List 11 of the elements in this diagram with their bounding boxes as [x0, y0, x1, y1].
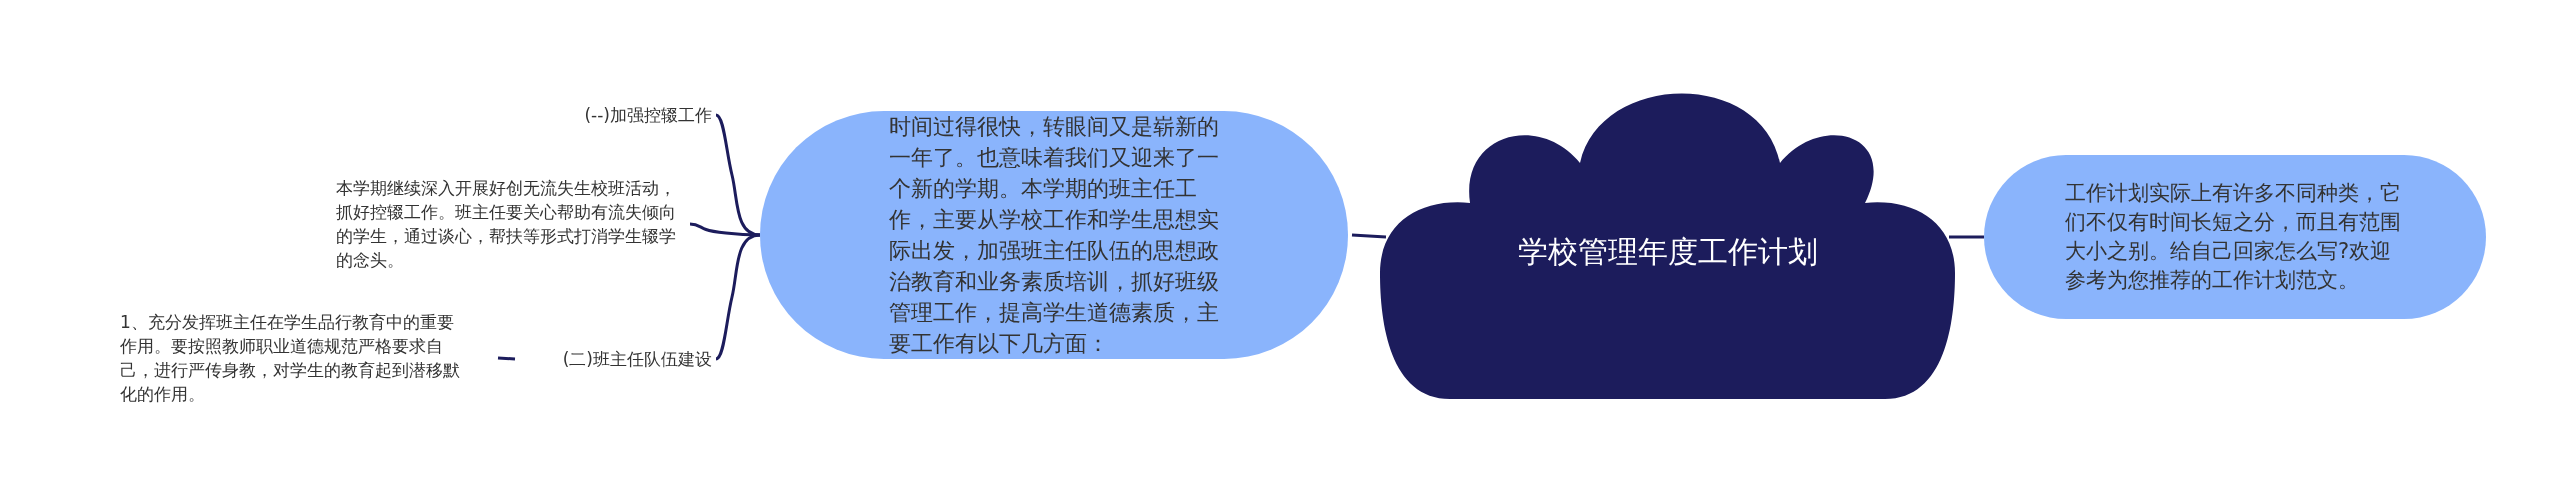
connector-line — [689, 222, 760, 237]
note-text: 1、充分发挥班主任在学生品行教育中的重要作用。要按照教师职业道德规范严格要求自己，进行严传身教，对学生的教育起到潜移默化的作用。 — [120, 310, 470, 406]
branch-label: (二)班主任队伍建设 — [540, 344, 712, 374]
connector-line — [1949, 235, 1984, 239]
topic-bubble: 时间过得很快，转眼间又是崭新的一年了。也意味着我们又迎来了一个新的学期。本学期的班主任工作，主要从学校工作和学生思想实际出发，加强班主任队伍的思想政治教育和业务素质培训，抓好班级管理工作，提高学生道德素质，主要工作有以下几方面： — [760, 111, 1348, 359]
connector-line — [497, 356, 516, 361]
note-text: 本学期继续深入开展好创无流失生校班活动，抓好控辍工作。班主任要关心帮助有流失倾向的学生，通过谈心，帮扶等形式打消学生辍学的念头。 — [336, 176, 686, 272]
connector-line — [1351, 233, 1387, 239]
topic-bubble: 工作计划实际上有许多不同种类，它们不仅有时间长短之分，而且有范围大小之别。给自己回家怎么写?欢迎参考为您推荐的工作计划范文。 — [1984, 155, 2486, 319]
branch-label: (--)加强控辍工作 — [540, 100, 712, 130]
connector-line — [715, 233, 761, 361]
